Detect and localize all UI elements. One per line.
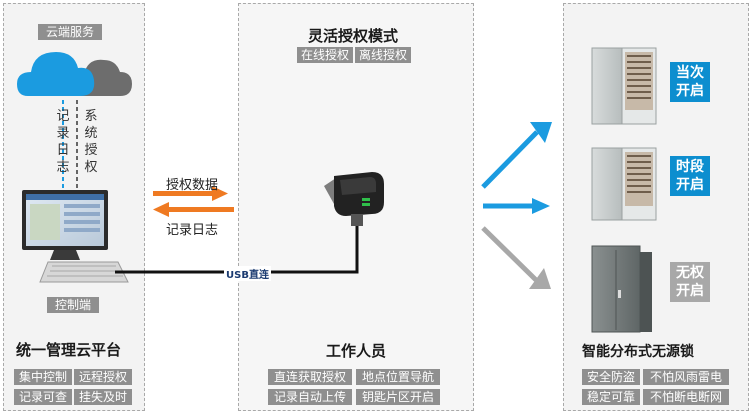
badge-once-open: 当次开启	[670, 62, 710, 102]
cloud-blue-icon	[17, 52, 95, 96]
feature-tag: 地点位置导航	[356, 369, 440, 385]
usb-direct-label: USB直连	[224, 266, 271, 281]
arrow-to-period-open	[483, 198, 550, 214]
feature-tag: 安全防盗	[582, 369, 640, 385]
record-log-arrow	[153, 202, 234, 217]
key-device-icon	[324, 172, 384, 226]
control-end-tag: 控制端	[47, 297, 99, 313]
feature-tag: 不怕风雨雷电	[643, 369, 729, 385]
feature-tag: 直连获取授权	[268, 369, 352, 385]
feature-tag: 记录自动上传	[268, 389, 352, 405]
cabinet-icon	[591, 147, 657, 221]
staff-title: 工作人员	[326, 342, 387, 360]
record-log-label: 记录日志	[166, 223, 219, 238]
feature-tag: 远程授权	[74, 369, 132, 385]
badge-no-auth-open: 无权开启	[670, 262, 710, 302]
record-log-vertical-label: 记录日志	[56, 109, 70, 175]
smart-lock-title: 智能分布式无源锁	[582, 344, 694, 360]
usb-cable-line	[115, 226, 359, 274]
cabinet-icon	[591, 47, 657, 125]
arrow-to-once-open	[481, 122, 552, 189]
auth-data-arrow	[153, 186, 228, 201]
system-auth-vertical-label: 系统授权	[84, 109, 98, 175]
auth-mode-title: 灵活授权模式	[308, 27, 399, 45]
feature-tag: 钥匙片区开启	[356, 389, 440, 405]
auth-data-label: 授权数据	[166, 178, 219, 193]
mode-tag-offline: 离线授权	[355, 47, 411, 63]
feature-tag: 不怕断电断网	[643, 389, 729, 405]
cabinet-icon	[591, 245, 652, 333]
cloud-platform-title: 统一管理云平台	[16, 341, 122, 359]
badge-period-open: 时段开启	[670, 156, 710, 196]
feature-tag: 稳定可靠	[582, 389, 640, 405]
computer-icon	[22, 190, 129, 283]
mode-tag-online: 在线授权	[297, 47, 353, 63]
arrow-to-no-auth	[481, 226, 551, 289]
feature-tag: 集中控制	[14, 369, 72, 385]
cloud-service-tag: 云端服务	[38, 24, 102, 40]
feature-tag: 记录可查	[14, 389, 72, 405]
feature-tag: 挂失及时	[74, 389, 132, 405]
